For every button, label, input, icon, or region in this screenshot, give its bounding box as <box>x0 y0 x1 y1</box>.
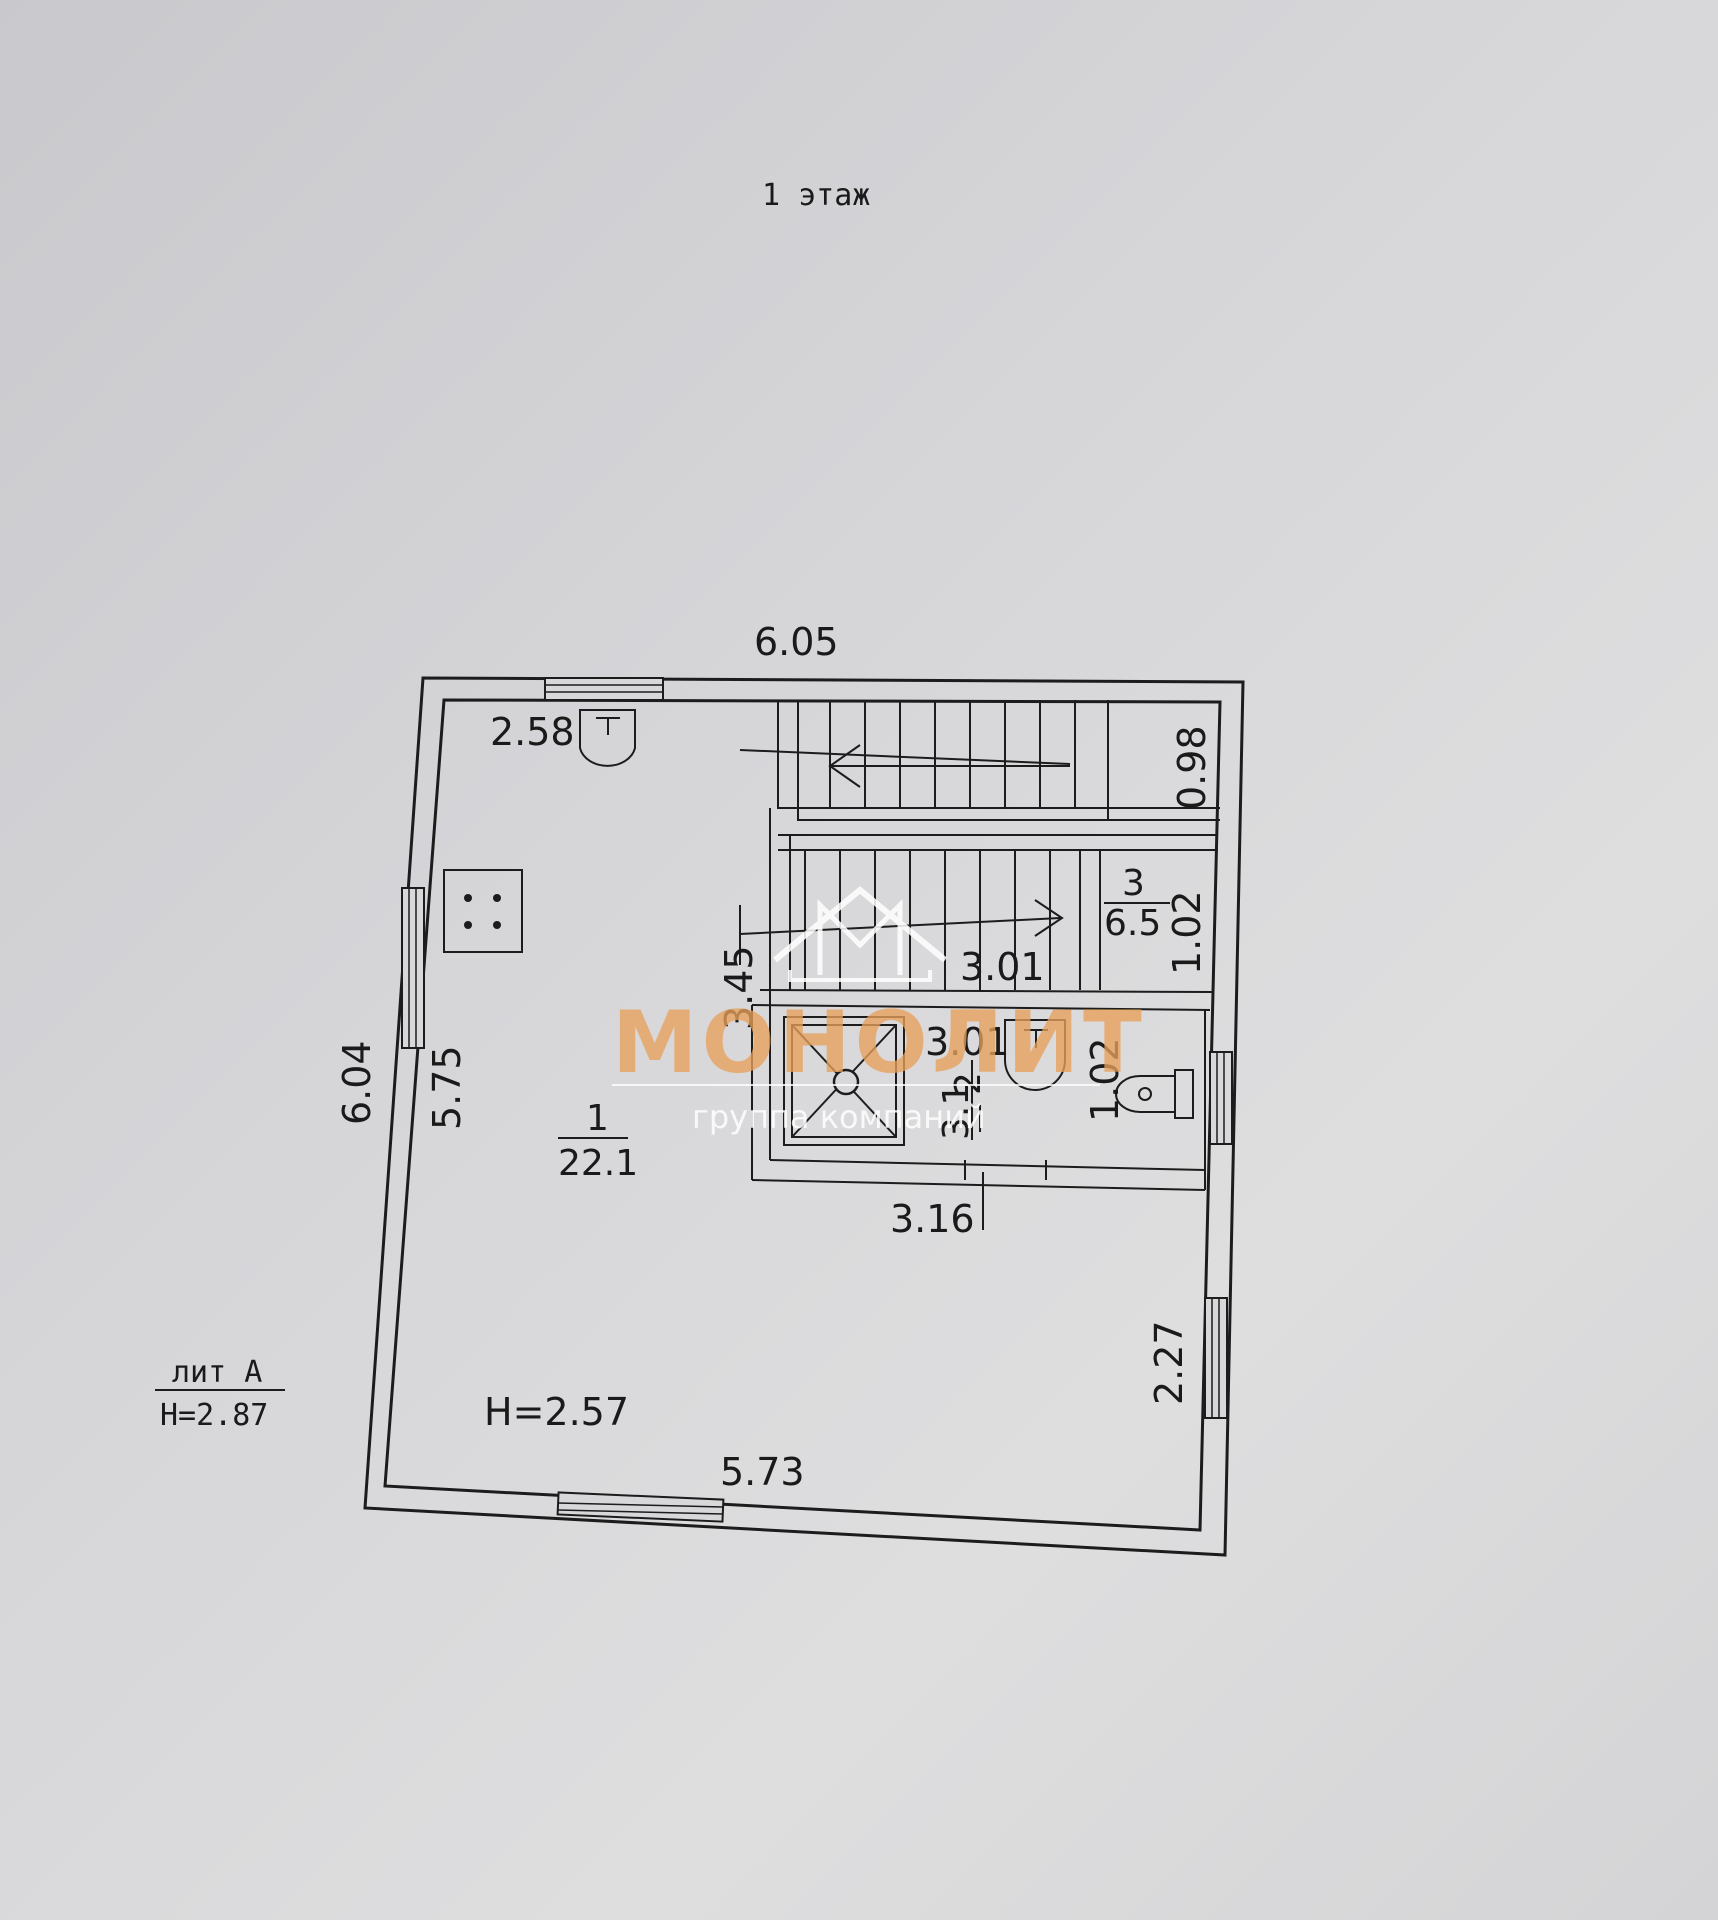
lit-height: H=2.87 <box>160 1398 268 1433</box>
watermark-subtitle: группа компаний <box>692 1098 986 1136</box>
watermark-name: МОНОЛИТ <box>612 993 1146 1093</box>
dim-top-width: 6.05 <box>754 620 839 664</box>
dim-bath-bottom: 3.16 <box>890 1197 975 1241</box>
stove-icon <box>443 869 523 953</box>
room-1-area: 22.1 <box>558 1143 638 1184</box>
dim-bottom-width: 5.73 <box>720 1450 805 1494</box>
room-3-number: 3 <box>1122 863 1145 904</box>
dim-bath-depth: 1.02 <box>1083 1037 1127 1122</box>
window-right-upper <box>1209 1051 1233 1145</box>
floor-title: 1 этаж <box>762 178 870 213</box>
dim-stair-height: 3.45 <box>717 945 761 1030</box>
dim-kitchen-top: 2.58 <box>490 710 575 754</box>
sink-icon <box>579 709 636 767</box>
dim-left-inner: 5.75 <box>425 1045 469 1130</box>
dim-stair-upper-depth: 0.98 <box>1170 725 1214 810</box>
room-3-area: 6.5 <box>1104 903 1161 944</box>
room-1-number: 1 <box>586 1098 609 1139</box>
washbasin-icon <box>1004 1019 1066 1091</box>
room-height: H=2.57 <box>484 1390 629 1434</box>
window-left <box>401 887 425 1049</box>
staircase <box>739 700 1081 990</box>
lit-name: лит А <box>172 1355 262 1390</box>
window-right-lower <box>1204 1297 1228 1419</box>
room-2-number: 2 <box>948 1072 989 1095</box>
window-bottom <box>556 1491 725 1523</box>
windows <box>401 677 1233 1523</box>
dim-right-lower: 2.27 <box>1147 1320 1191 1405</box>
dimension-ticks <box>739 905 984 1230</box>
dim-stair-width: 3.01 <box>960 945 1045 989</box>
watermark-logo-icon <box>773 886 947 982</box>
shower-tray-icon <box>783 1016 905 1146</box>
lit-label: лит А H=2.87 <box>155 1355 285 1433</box>
toilet-icon <box>1115 1069 1194 1119</box>
watermark: МОНОЛИТ группа компаний <box>612 886 1146 1136</box>
window-top <box>544 677 664 701</box>
dim-left-outer: 6.04 <box>335 1040 379 1125</box>
dim-stair-lower-depth: 1.02 <box>1165 890 1209 975</box>
room-2-label: 2 3.1 <box>936 1060 989 1140</box>
outer-walls <box>363 676 1245 1557</box>
stair-upper-flight <box>739 700 1076 808</box>
room-2-area: 3.1 <box>936 1083 977 1140</box>
dim-bath-width: 3.01 <box>925 1020 1010 1064</box>
room-3-label: 3 6.5 <box>1104 863 1170 944</box>
room-1-label: 1 22.1 <box>558 1098 638 1184</box>
